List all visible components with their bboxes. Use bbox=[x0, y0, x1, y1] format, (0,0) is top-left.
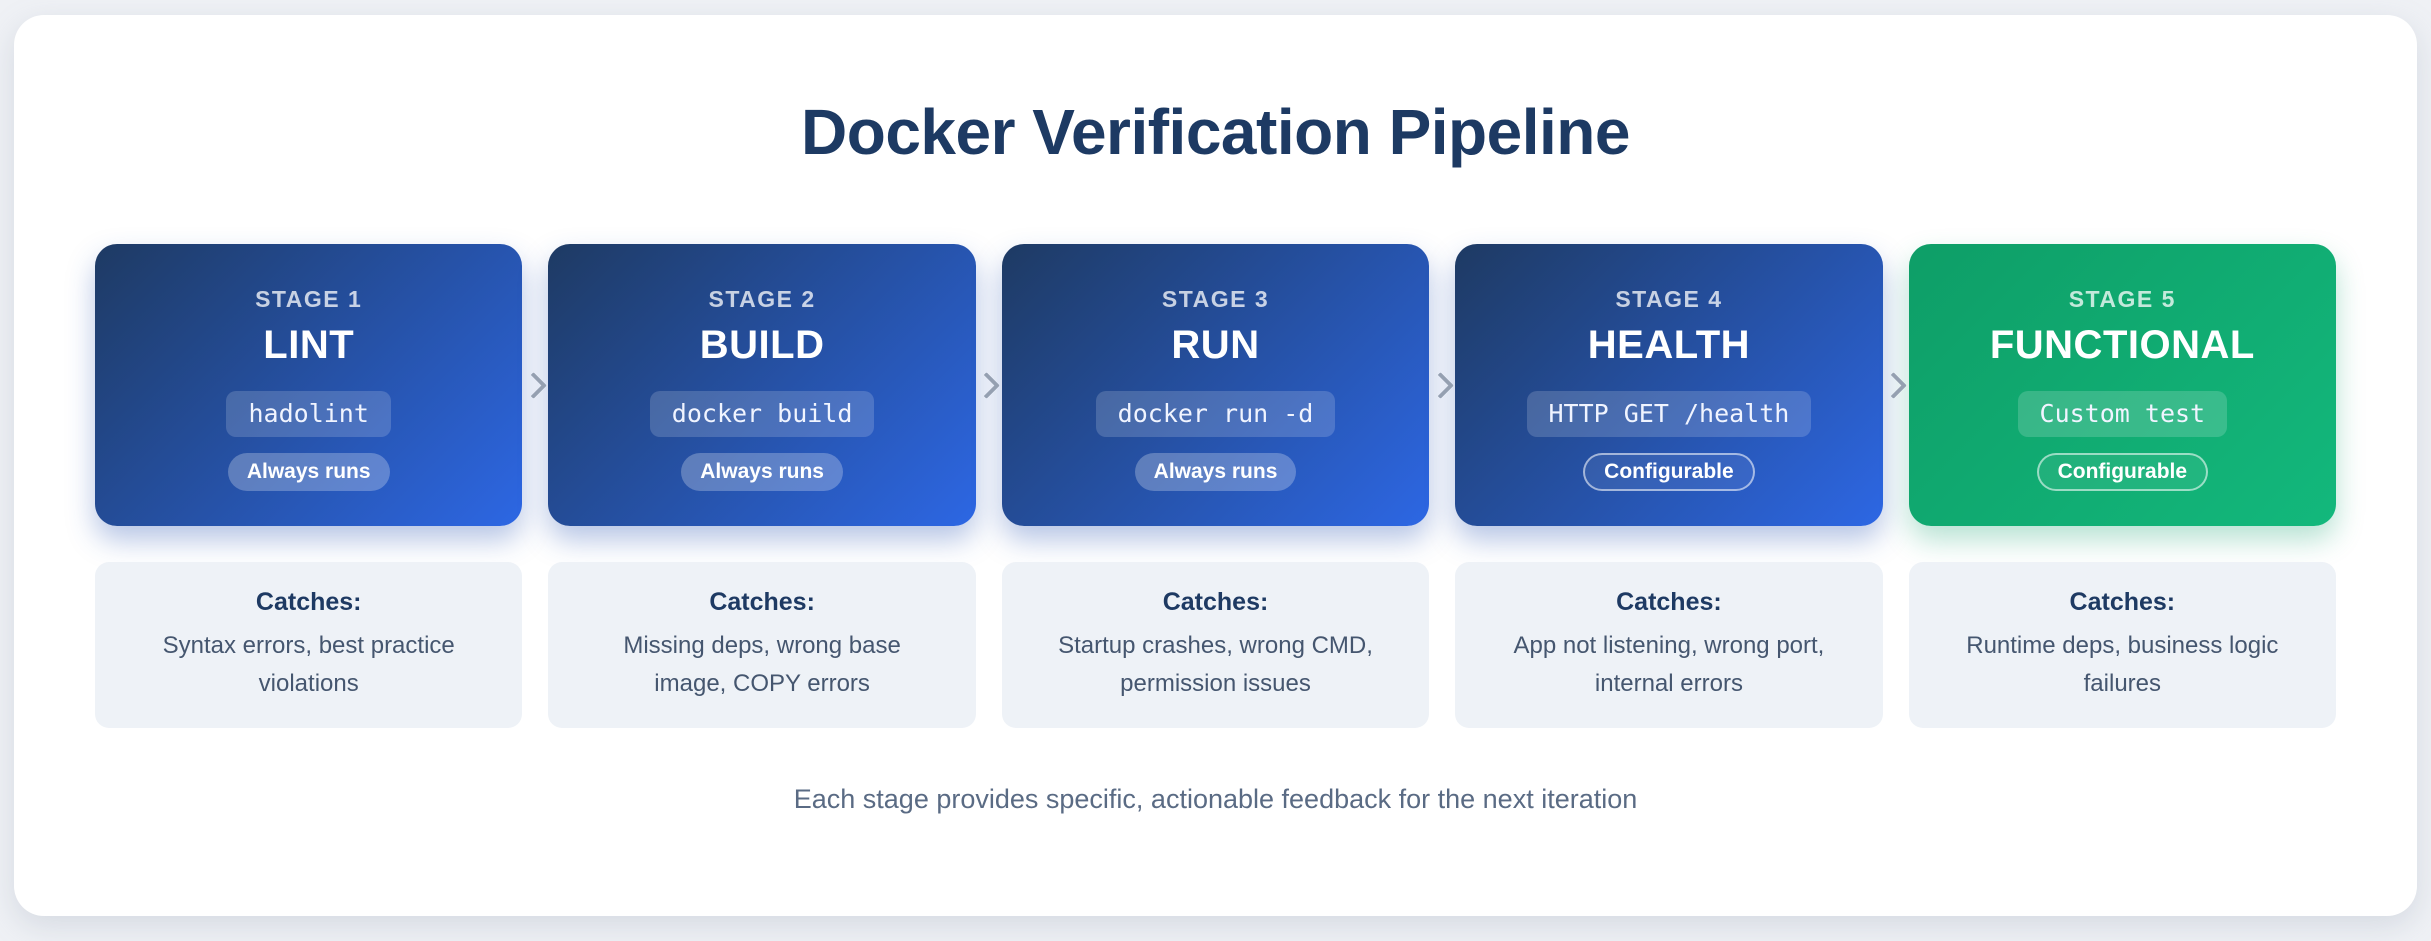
catches-card-build: Catches: Missing deps, wrong base image,… bbox=[548, 562, 976, 729]
stage-tool-badge: docker run -d bbox=[1095, 391, 1336, 438]
stage-card-run: STAGE 3 RUN docker run -d Always runs bbox=[1001, 244, 1430, 527]
arrow-cell bbox=[973, 244, 1002, 526]
catches-row: Catches: Syntax errors, best practice vi… bbox=[14, 562, 2417, 729]
content-panel: Docker Verification Pipeline STAGE 1 LIN… bbox=[14, 15, 2417, 916]
stage-runs-badge: Always runs bbox=[227, 453, 390, 491]
stage-card-lint: STAGE 1 LINT hadolint Always runs bbox=[95, 244, 523, 527]
stage-card-build: STAGE 2 BUILD docker build Always runs bbox=[548, 244, 976, 527]
footer-note: Each stage provides specific, actionable… bbox=[793, 784, 1638, 815]
arrow-cell bbox=[519, 244, 548, 526]
catches-card-health: Catches: App not listening, wrong port, … bbox=[1455, 562, 1883, 729]
catches-heading: Catches: bbox=[255, 587, 362, 616]
chevron-right-icon bbox=[1880, 371, 1908, 399]
stage-label: STAGE 4 bbox=[1615, 286, 1723, 313]
stage-tool-badge: hadolint bbox=[226, 391, 391, 438]
page-title: Docker Verification Pipeline bbox=[801, 96, 1630, 168]
stages-row: STAGE 1 LINT hadolint Always runs STAGE … bbox=[14, 244, 2417, 527]
stage-name: LINT bbox=[263, 323, 355, 368]
catches-card-functional: Catches: Runtime deps, business logic fa… bbox=[1908, 562, 2337, 729]
arrow-cell bbox=[1880, 244, 1909, 526]
catches-text: Syntax errors, best practice violations bbox=[162, 631, 455, 697]
stage-name: HEALTH bbox=[1587, 323, 1751, 368]
catches-text: Startup crashes, wrong CMD, permission i… bbox=[1058, 631, 1373, 697]
catches-heading: Catches: bbox=[1162, 587, 1269, 616]
stage-card-functional: STAGE 5 FUNCTIONAL Custom test Configura… bbox=[1908, 244, 2337, 527]
chevron-right-icon bbox=[1426, 371, 1454, 399]
catches-text: Runtime deps, business logic failures bbox=[1966, 631, 2279, 697]
chevron-right-icon bbox=[519, 371, 547, 399]
catches-text: Missing deps, wrong base image, COPY err… bbox=[623, 631, 901, 697]
stage-name: RUN bbox=[1171, 323, 1260, 368]
stage-runs-badge: Configurable bbox=[1583, 453, 1755, 491]
catches-heading: Catches: bbox=[1616, 587, 1722, 616]
stage-label: STAGE 3 bbox=[1161, 286, 1270, 313]
catches-heading: Catches: bbox=[709, 587, 815, 616]
stage-runs-badge: Always runs bbox=[681, 453, 843, 491]
stage-tool-badge: HTTP GET /health bbox=[1526, 391, 1812, 438]
stage-runs-badge: Configurable bbox=[2036, 453, 2209, 491]
stage-label: STAGE 1 bbox=[255, 286, 363, 313]
stage-tool-badge: Custom test bbox=[2017, 391, 2228, 438]
catches-text: App not listening, wrong port, internal … bbox=[1513, 631, 1825, 697]
stage-label: STAGE 5 bbox=[2068, 286, 2176, 313]
stage-tool-badge: docker build bbox=[649, 391, 875, 438]
stage-card-health: STAGE 4 HEALTH HTTP GET /health Configur… bbox=[1455, 244, 1883, 527]
chevron-right-icon bbox=[973, 371, 1001, 399]
catches-heading: Catches: bbox=[2069, 587, 2176, 616]
stage-label: STAGE 2 bbox=[708, 286, 816, 313]
stage-name: BUILD bbox=[699, 323, 825, 368]
arrow-cell bbox=[1426, 244, 1455, 526]
stage-name: FUNCTIONAL bbox=[1989, 323, 2255, 368]
stage-runs-badge: Always runs bbox=[1134, 453, 1297, 491]
catches-card-lint: Catches: Syntax errors, best practice vi… bbox=[95, 562, 523, 729]
catches-card-run: Catches: Startup crashes, wrong CMD, per… bbox=[1001, 562, 1430, 729]
